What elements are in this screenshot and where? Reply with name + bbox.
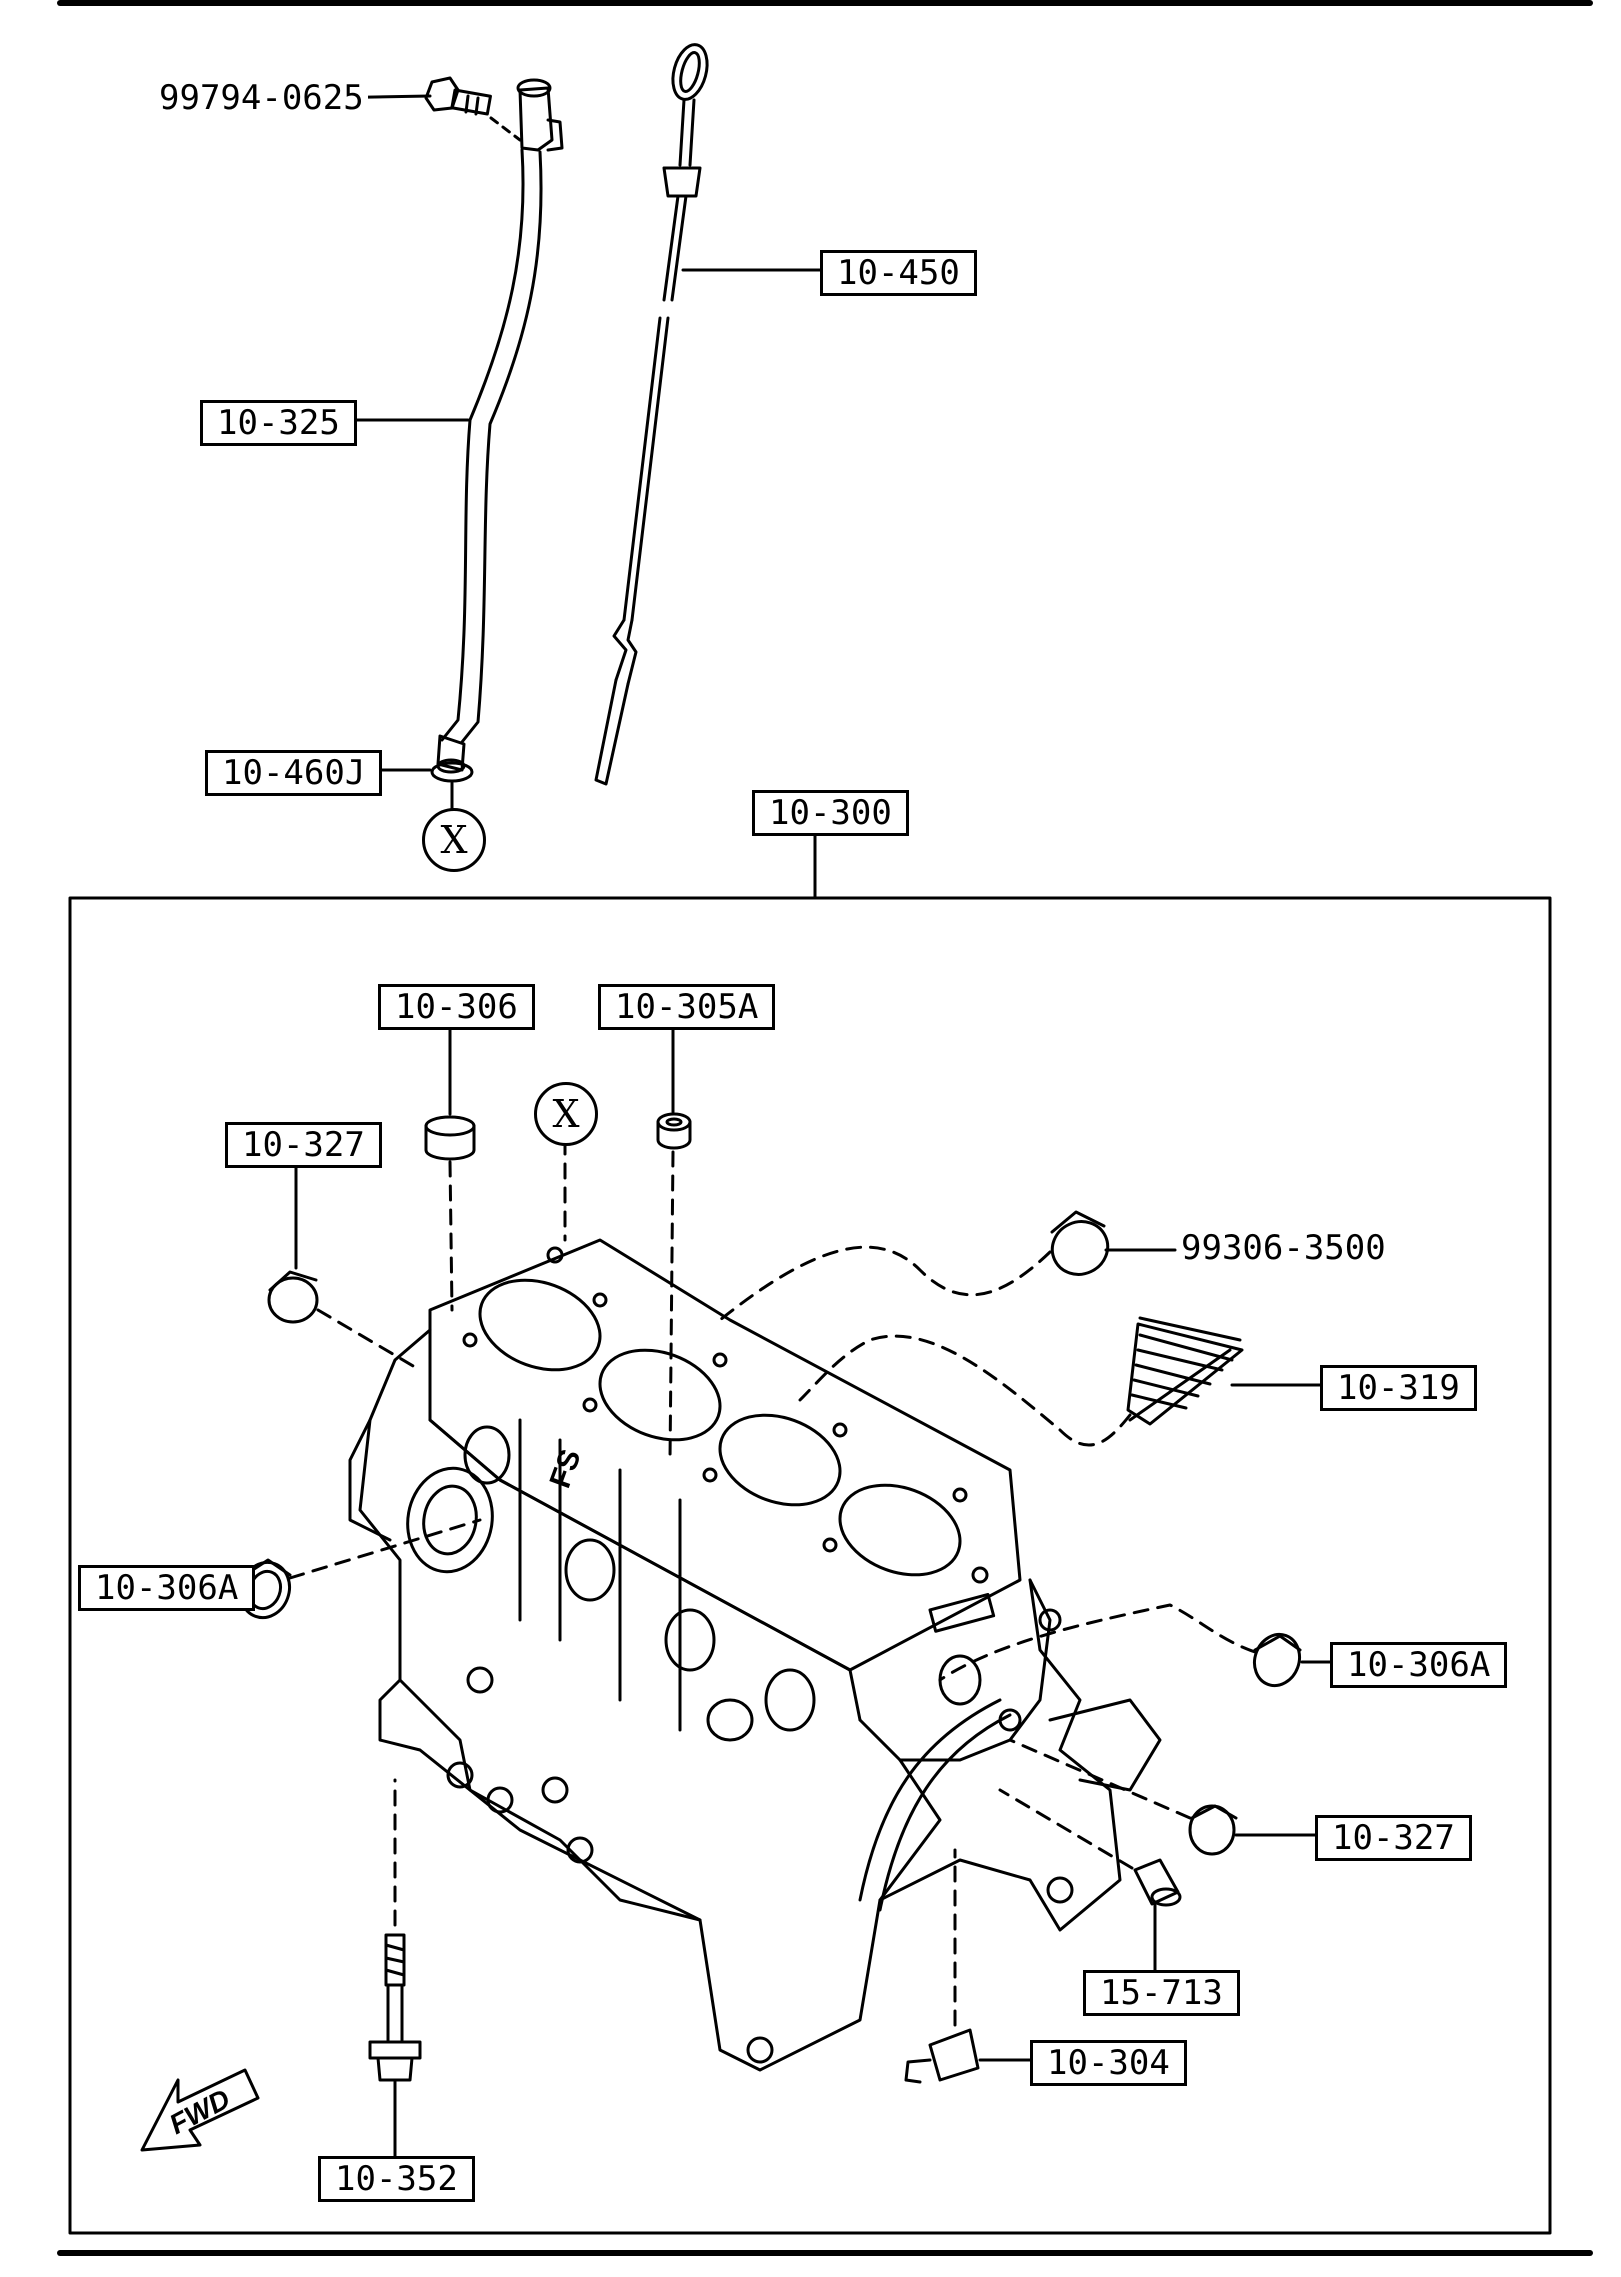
ref-marker-block: X	[534, 1082, 598, 1146]
plug-306-drawing	[424, 1115, 476, 1161]
pin-305a-drawing	[656, 1112, 692, 1150]
label-o-ring: 10-460J	[205, 750, 383, 796]
label-dipstick: 10-450	[820, 250, 977, 296]
stud-319-drawing	[1126, 1316, 1244, 1426]
dash-stud-319	[798, 1334, 1132, 1447]
label-plug-306a-right: 10-306A	[1330, 1642, 1508, 1688]
label-jet-304: 10-304	[1030, 2040, 1187, 2086]
label-bolt-352: 10-352	[318, 2156, 475, 2202]
label-plug-306a-left: 10-306A	[78, 1565, 256, 1611]
dipstick-drawing	[594, 43, 709, 786]
bolt-352-drawing	[368, 1933, 422, 2082]
o-ring-drawing	[430, 761, 474, 783]
label-block-assy: 10-300	[752, 790, 909, 836]
dash-pin-305a	[668, 1150, 675, 1462]
label-pin-305a: 10-305A	[598, 984, 776, 1030]
label-plug-327-top: 10-327	[225, 1122, 382, 1168]
block-assembly-frame	[68, 896, 1552, 2235]
jet-304-drawing	[904, 2028, 980, 2084]
valve-713-drawing	[1133, 1858, 1182, 1907]
dash-plug-327-bottom	[1008, 1738, 1192, 1820]
label-plug-306: 10-306	[378, 984, 535, 1030]
label-bolt-pipe: 99794-0625	[155, 78, 368, 118]
cylinder-block-drawing	[348, 1238, 1162, 2072]
dash-plug-327-top	[316, 1308, 422, 1372]
plug-327-top-drawing	[267, 1270, 319, 1324]
label-plug-327-bottom: 10-327	[1315, 1815, 1472, 1861]
label-guide-pipe: 10-325	[200, 400, 357, 446]
label-plug-small: 99306-3500	[1177, 1228, 1390, 1268]
guide-pipe-drawing	[436, 78, 564, 774]
dash-plug-306a-left	[288, 1518, 482, 1580]
dash-plug-306	[448, 1160, 454, 1312]
ref-marker-top: X	[422, 808, 486, 872]
plug-327-bottom-drawing	[1188, 1804, 1238, 1856]
dash-valve-713	[998, 1788, 1134, 1870]
dash-plug-306a-right	[938, 1603, 1257, 1682]
block-casting-mark: FS	[544, 1445, 588, 1492]
plug-306a-right-drawing	[1252, 1632, 1302, 1688]
label-valve-713: 15-713	[1083, 1970, 1240, 2016]
label-stud-319: 10-319	[1320, 1365, 1477, 1411]
plug-small-drawing	[1050, 1210, 1110, 1276]
fwd-arrow-icon	[140, 2068, 260, 2152]
dash-plug-small	[718, 1245, 1052, 1322]
